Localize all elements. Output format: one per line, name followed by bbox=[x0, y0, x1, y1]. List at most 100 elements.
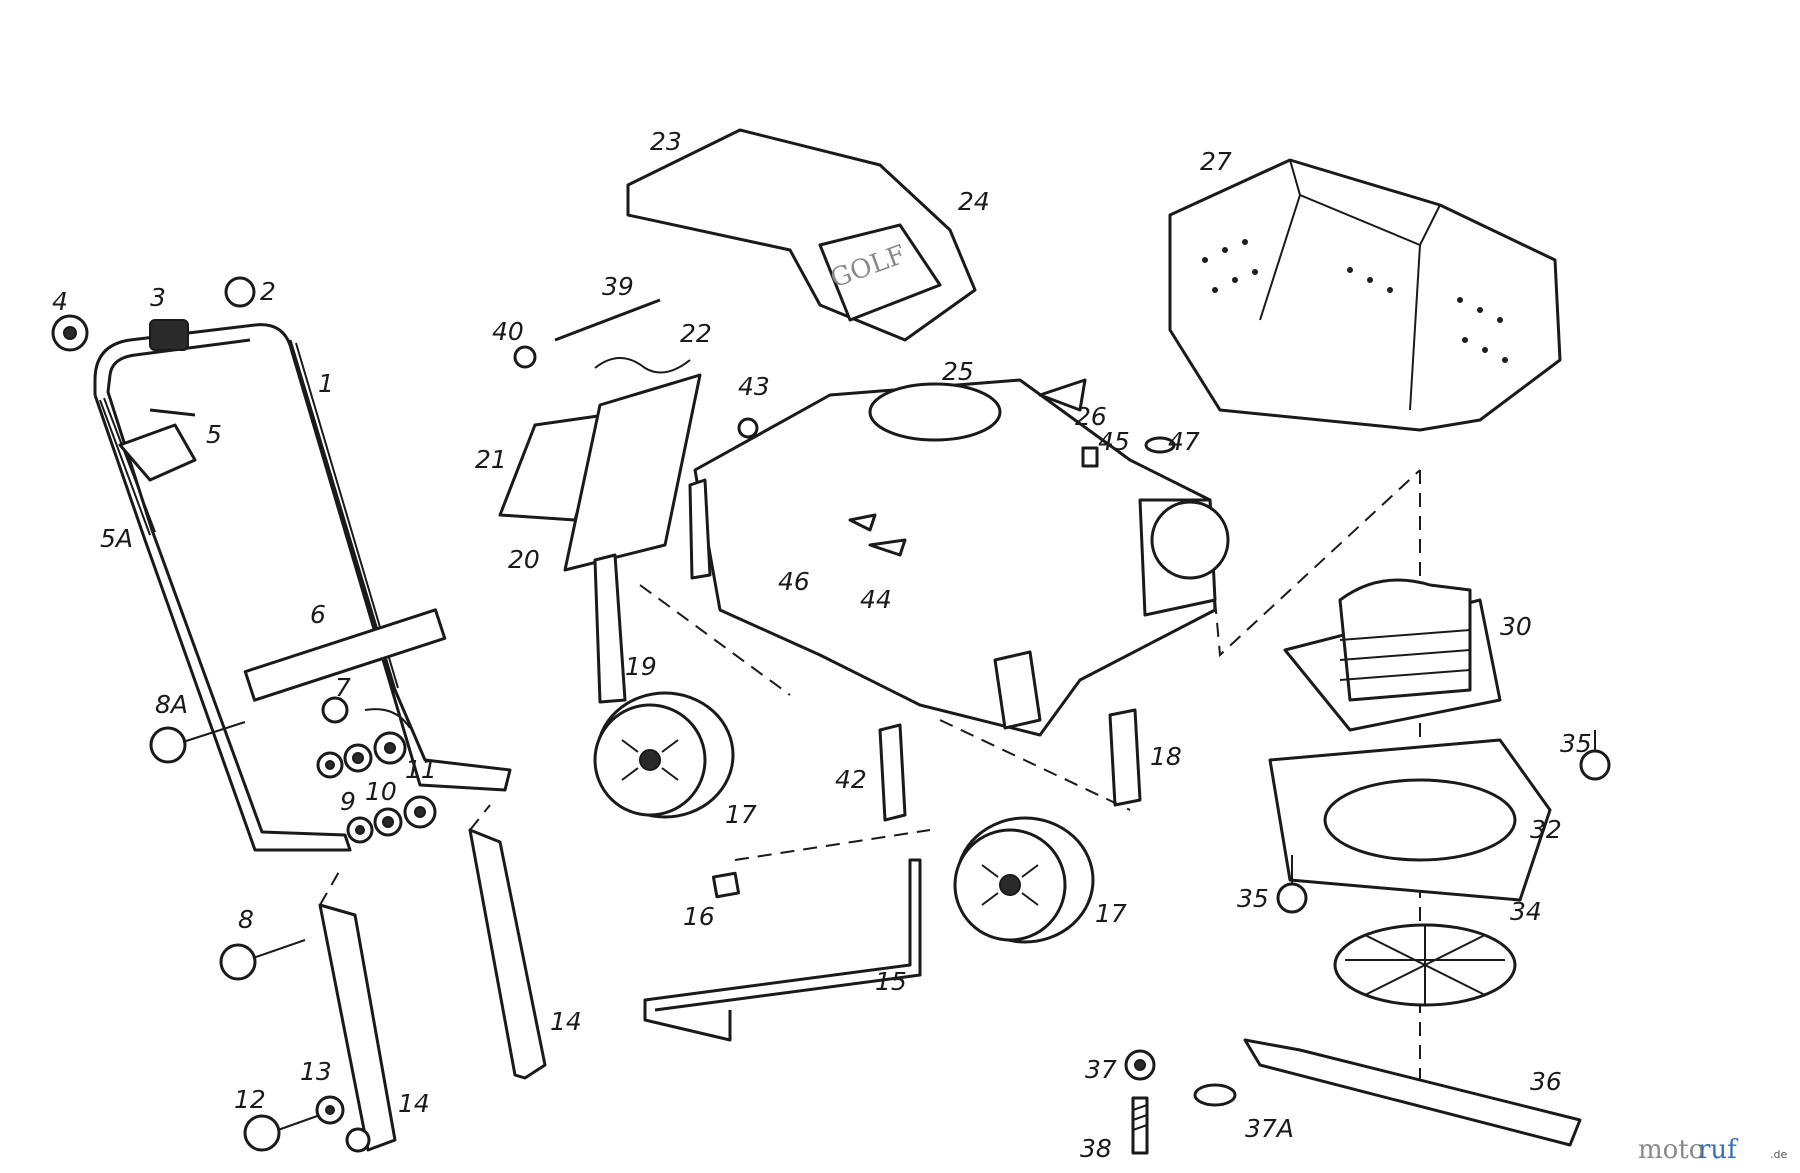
callout-32: 32 bbox=[1530, 815, 1562, 844]
washer-37A bbox=[1193, 1083, 1237, 1107]
callout-12: 12 bbox=[234, 1085, 266, 1114]
watermark-part-a: moto bbox=[1638, 1135, 1704, 1165]
callout-19: 19 bbox=[625, 652, 657, 681]
cover-insert-24 bbox=[818, 223, 942, 322]
handle-assembly bbox=[51, 276, 547, 1153]
callout-13: 13 bbox=[300, 1057, 332, 1086]
clamp-3 bbox=[149, 319, 189, 351]
callout-34: 34 bbox=[1510, 897, 1542, 926]
clip-16 bbox=[711, 871, 741, 899]
callout-7: 7 bbox=[335, 673, 351, 702]
callout-8A: 8A bbox=[155, 690, 188, 719]
lower-handle-left bbox=[318, 903, 397, 1152]
callout-20: 20 bbox=[508, 545, 540, 574]
callout-46: 46 bbox=[778, 567, 810, 596]
mower-deck bbox=[688, 378, 1230, 737]
motor-assembly bbox=[1124, 469, 1611, 1155]
flap-assembly bbox=[498, 298, 702, 704]
callout-5: 5 bbox=[206, 420, 222, 449]
callout-35-lower: 35 bbox=[1237, 884, 1269, 913]
deck-side-fan bbox=[1150, 500, 1230, 580]
bracket-19 bbox=[593, 553, 627, 704]
callout-16: 16 bbox=[683, 902, 715, 931]
wheel-17-rear bbox=[953, 816, 1095, 944]
bolt-43 bbox=[737, 417, 759, 439]
wheel-leader-lines bbox=[639, 584, 1131, 861]
callout-9: 9 bbox=[340, 787, 356, 816]
screw-12-washer-13 bbox=[243, 1095, 371, 1153]
callout-26: 26 bbox=[1075, 402, 1107, 431]
callout-21: 21 bbox=[475, 445, 507, 474]
callout-labels: 1 2 3 4 5 5A 6 7 8 8A 9 10 11 12 13 14 1… bbox=[52, 127, 1592, 1163]
callout-44: 44 bbox=[860, 585, 892, 614]
callout-18: 18 bbox=[1150, 742, 1182, 771]
callout-30: 30 bbox=[1500, 612, 1532, 641]
ring-47 bbox=[1144, 436, 1176, 454]
slot-46 bbox=[848, 513, 877, 532]
callout-42: 42 bbox=[835, 765, 867, 794]
handle-crossbar bbox=[243, 608, 447, 702]
screw-35-upper bbox=[1579, 730, 1611, 781]
callout-11: 11 bbox=[405, 755, 437, 784]
screw-35-lower bbox=[1276, 855, 1308, 914]
height-bracket-left bbox=[688, 478, 712, 580]
callout-3: 3 bbox=[150, 283, 166, 312]
clip-45 bbox=[1081, 446, 1099, 468]
motor-30 bbox=[1338, 578, 1472, 702]
callout-24: 24 bbox=[958, 187, 990, 216]
cap-40 bbox=[513, 345, 537, 369]
axle-15 bbox=[643, 858, 922, 1042]
callout-37A: 37A bbox=[1245, 1114, 1294, 1143]
callout-14-lower: 14 bbox=[398, 1089, 430, 1118]
callout-6: 6 bbox=[310, 600, 326, 629]
upper-handle-bar bbox=[93, 323, 512, 852]
handle-grip-shading bbox=[99, 342, 399, 691]
height-bracket-right bbox=[993, 650, 1042, 730]
bracket-18 bbox=[1108, 708, 1142, 807]
flap-frame-20 bbox=[563, 373, 702, 572]
callout-15: 15 bbox=[875, 967, 907, 996]
callout-43: 43 bbox=[738, 372, 770, 401]
callout-27: 27 bbox=[1200, 147, 1232, 176]
callout-1: 1 bbox=[318, 369, 334, 398]
deck-opening-25 bbox=[868, 382, 1002, 442]
callout-35-upper: 35 bbox=[1560, 729, 1592, 758]
callout-36: 36 bbox=[1530, 1067, 1562, 1096]
callout-38: 38 bbox=[1080, 1134, 1112, 1163]
screw-8 bbox=[219, 939, 306, 981]
label-26 bbox=[1038, 378, 1087, 412]
washer-stack-9-11 bbox=[316, 731, 437, 844]
spring-22 bbox=[594, 357, 691, 374]
blade-36 bbox=[1243, 1038, 1582, 1147]
bolt-38 bbox=[1131, 1096, 1149, 1155]
callout-2: 2 bbox=[260, 277, 276, 306]
switch-5 bbox=[118, 423, 197, 482]
wheel-17-front bbox=[593, 691, 735, 819]
handle-leader-lines bbox=[319, 804, 491, 906]
watermark-suffix: .de bbox=[1770, 1148, 1787, 1161]
callout-22: 22 bbox=[680, 319, 712, 348]
callout-23: 23 bbox=[650, 127, 682, 156]
callout-10: 10 bbox=[365, 777, 397, 806]
callout-40: 40 bbox=[492, 317, 524, 346]
callout-4: 4 bbox=[52, 287, 68, 316]
callout-39: 39 bbox=[602, 272, 634, 301]
grass-box-vent-dots bbox=[1202, 239, 1508, 363]
cover-23 bbox=[626, 128, 977, 342]
screw-8A bbox=[149, 721, 246, 764]
site-watermark: moto ruf .de bbox=[1638, 1135, 1787, 1165]
deck-housing bbox=[693, 378, 1217, 737]
callout-8: 8 bbox=[238, 905, 254, 934]
grass-box bbox=[1168, 158, 1562, 432]
callout-45: 45 bbox=[1098, 427, 1130, 456]
grass-box-27 bbox=[1168, 158, 1562, 432]
callout-47: 47 bbox=[1168, 427, 1200, 456]
bolt-37 bbox=[1124, 1049, 1156, 1081]
lower-handle-right bbox=[468, 828, 547, 1080]
wheel-assembly bbox=[593, 584, 1142, 1042]
cover-assembly: GOLF bbox=[626, 128, 977, 342]
cable-clip-7 bbox=[321, 696, 349, 724]
pin-39 bbox=[554, 298, 661, 342]
knob-2 bbox=[224, 276, 256, 308]
